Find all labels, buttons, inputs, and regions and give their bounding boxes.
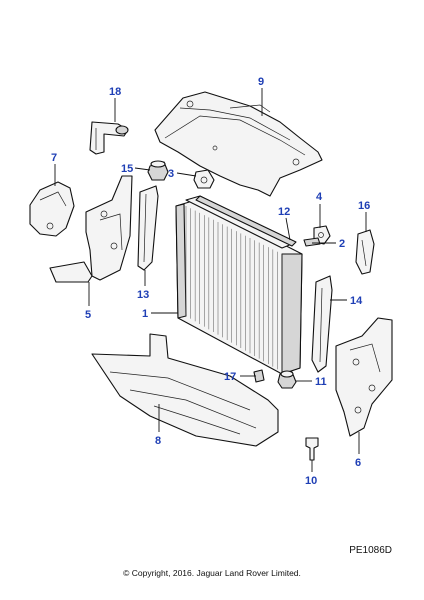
radiator	[175, 195, 303, 375]
mounting-clip	[193, 169, 215, 189]
mounting-bracket	[89, 121, 129, 155]
callout-4: 4	[316, 191, 323, 203]
leader-lines	[54, 88, 367, 472]
right-side-shroud	[335, 317, 393, 437]
callout-2: 2	[339, 238, 345, 250]
right-vertical-seal	[311, 275, 333, 373]
callout-1: 1	[142, 308, 148, 320]
callout-10: 10	[305, 475, 317, 487]
callout-14: 14	[350, 295, 363, 307]
callout-8: 8	[155, 435, 161, 447]
callout-5: 5	[85, 309, 91, 321]
callout-18: 18	[109, 86, 121, 98]
right-small-bracket	[355, 229, 375, 275]
callout-16: 16	[358, 200, 370, 212]
callout-15: 15	[121, 163, 133, 175]
top-seal-strip	[195, 195, 297, 247]
copyright-notice: © Copyright, 2016. Jaguar Land Rover Lim…	[123, 568, 301, 578]
callout-17: 17	[224, 371, 236, 383]
rubber-mount-upper	[147, 160, 169, 181]
callout-11: 11	[315, 376, 327, 388]
retaining-clip	[303, 237, 321, 247]
lower-fastener	[253, 369, 265, 383]
callout-9: 9	[258, 76, 264, 88]
left-vertical-seal	[137, 185, 159, 271]
reference-code: PE1086D	[349, 545, 392, 556]
callout-13: 13	[137, 289, 149, 301]
rubber-mount-lower	[277, 370, 297, 389]
callout-12: 12	[278, 206, 290, 218]
push-clip	[305, 437, 319, 461]
callout-3: 3	[168, 168, 174, 180]
upper-cover-panel	[154, 91, 323, 197]
callout-labels: 18 9 7 15 3 4 16 12 2 13 5 1 14 17 11 8 …	[51, 76, 370, 487]
lower-undertray	[91, 333, 279, 447]
callout-6: 6	[355, 457, 361, 469]
callout-7: 7	[51, 152, 57, 164]
left-side-shroud	[49, 175, 133, 283]
air-deflector-left	[29, 181, 75, 237]
